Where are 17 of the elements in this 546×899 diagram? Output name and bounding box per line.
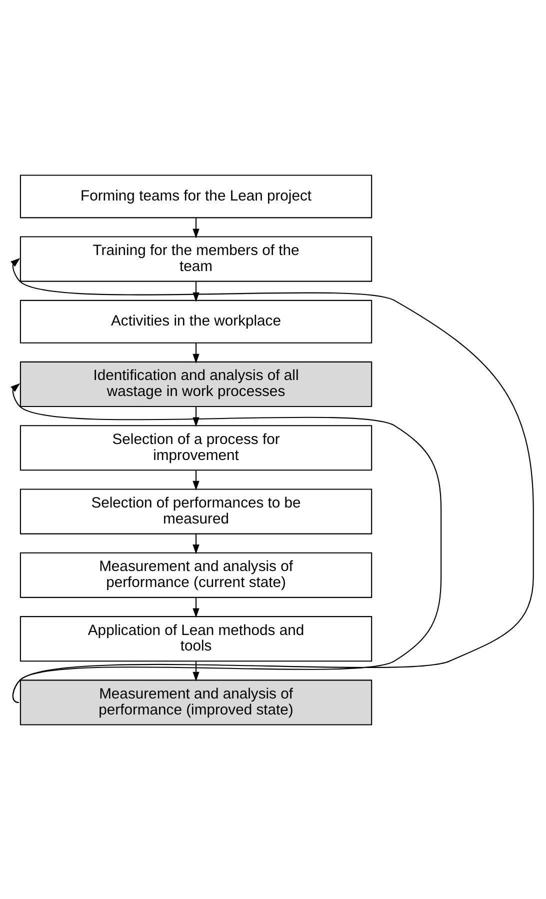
node-box: Application of Lean methods and tools	[20, 616, 372, 662]
node-box: Identification and analysis of all wastage in work processes	[20, 360, 372, 407]
arrow	[192, 660, 200, 681]
node-box: Training for the members of the team	[20, 236, 372, 282]
node-box: Selection of performances to be measured	[20, 488, 372, 534]
arrow	[192, 534, 200, 554]
arrow	[192, 342, 200, 363]
arrow	[10, 382, 442, 702]
node-box: Measurement and analysis of performance (current state)	[20, 552, 372, 598]
arrow	[10, 258, 534, 702]
arrow	[192, 470, 200, 490]
node-box: Forming teams for the Lean project	[20, 174, 372, 218]
arrow	[192, 218, 200, 238]
node-box: Activities in the workplace	[20, 299, 372, 343]
node-box: Measurement and analysis of performance (improved state)	[20, 679, 372, 725]
arrow	[192, 597, 200, 618]
node-box: Selection of a process for improvement	[20, 424, 372, 470]
